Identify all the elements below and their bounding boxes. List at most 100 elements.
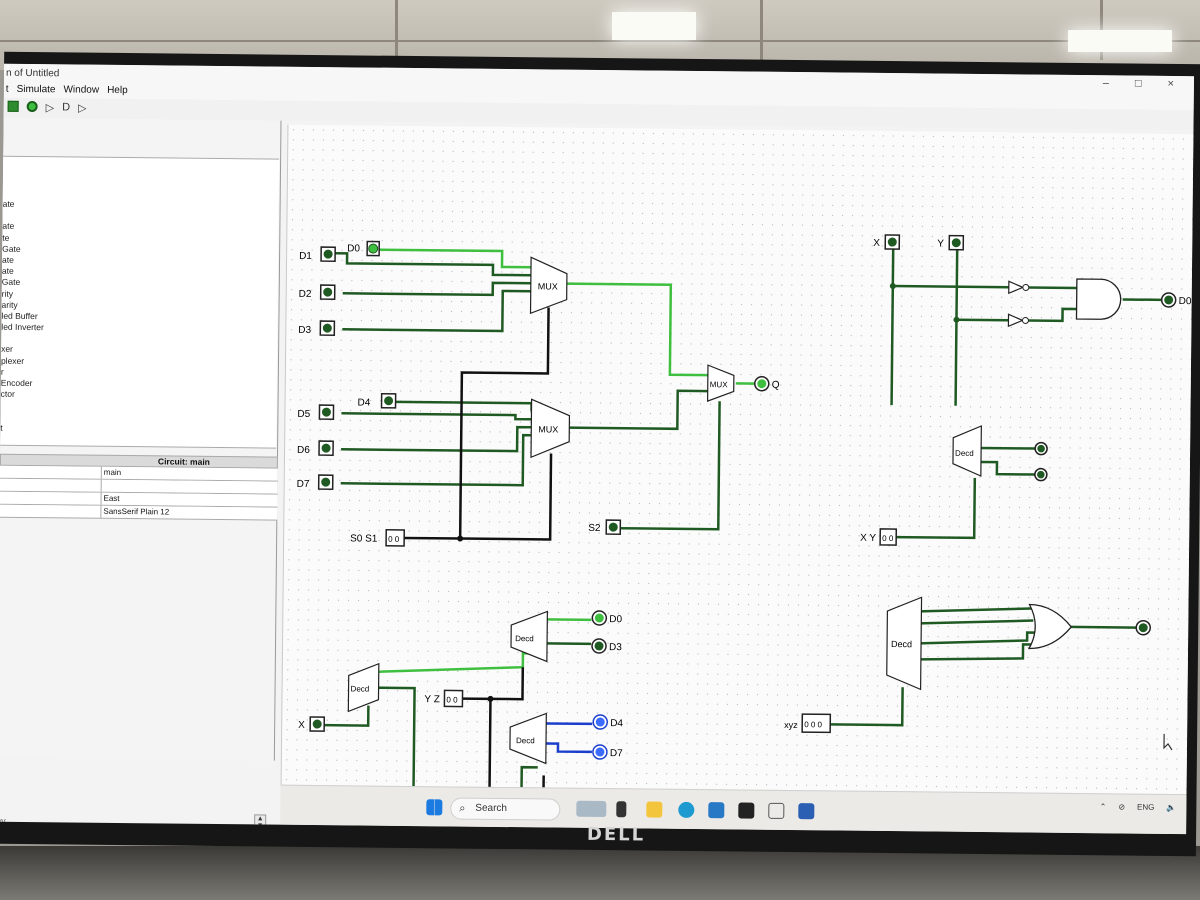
spinner-control[interactable]: ▲▼ [254,814,267,831]
decoder[interactable] [509,712,547,765]
search-input[interactable]: ⌕ Search [450,797,561,821]
pin-state [1037,470,1045,479]
search-icon: ⌕ [459,802,466,815]
network-icon[interactable]: ⊘ [1118,802,1126,812]
pin-state [594,641,604,651]
window-controls: – □ × [1103,77,1174,90]
attribute-row[interactable]: SansSerif Plain 12 [0,504,278,521]
wire [956,318,1009,322]
label-d2: D2 [299,289,312,300]
input-pin-s0s1[interactable] [385,529,405,547]
label-s0s1: S0 S1 [350,533,378,544]
not-gate[interactable] [1008,280,1025,295]
terminal-icon[interactable] [738,802,755,819]
attribute-value[interactable] [102,480,104,492]
pin-state [594,613,604,623]
label-d5: D5 [297,409,310,420]
edge-icon[interactable] [678,801,695,819]
ceiling-light [1068,30,1172,52]
pin-state [951,238,961,248]
wire [1028,307,1077,323]
language-indicator[interactable]: ENG [1137,802,1155,812]
decoder[interactable] [510,610,548,663]
pin-state [312,719,322,729]
menu-project[interactable]: t [5,83,9,95]
decoder-label: Decd [955,449,974,458]
decoder-tree-wires [324,618,593,795]
pin-state [1037,444,1045,453]
input-pin-xyz[interactable] [801,713,832,734]
decoder-wires [896,446,1036,540]
pin-state [321,477,331,487]
mux-1[interactable] [529,256,568,315]
status-text: ny [0,815,6,826]
pin-state [1138,623,1148,633]
or-wires [830,607,1138,727]
input-pin-yz[interactable] [443,689,464,708]
menu-help[interactable]: Help [107,84,128,97]
or-gate[interactable] [1027,603,1073,650]
attribute-value[interactable]: East [103,493,120,503]
label-yz: Y Z [424,694,440,705]
pin-state [608,522,618,532]
explorer-item[interactable]: t [0,422,3,433]
logisim-icon[interactable] [768,802,785,819]
attribute-value[interactable]: main [103,467,122,477]
and-gate[interactable] [1075,278,1122,320]
wire [896,477,977,540]
wire [620,401,721,531]
minimize-button[interactable]: – [1102,77,1109,90]
label-d4: D4 [358,397,371,408]
label-d6: D6 [297,445,310,456]
circuit-canvas[interactable]: MUX MUX MUX D0 D1 D2 D3 [280,124,1194,795]
component-explorer: ate ate te Gate ate ate Gate rity arity … [0,155,280,449]
task-view-icon[interactable] [616,801,627,818]
gate-icon[interactable]: D [62,101,71,114]
wire [341,425,532,453]
mouse-cursor-icon [1163,733,1173,751]
chevron-up-icon[interactable]: ⌃ [1099,802,1107,812]
label-out-d3: D3 [609,642,622,653]
ceiling-seam [760,0,763,60]
close-button[interactable]: × [1167,77,1175,90]
volume-icon[interactable]: 🔈 [1166,802,1177,813]
start-icon[interactable] [426,799,443,816]
attribute-value[interactable]: SansSerif Plain 12 [103,506,170,517]
mux-3[interactable] [706,364,735,402]
pin-state [384,396,394,406]
store-icon[interactable] [708,802,725,819]
wire [335,251,531,277]
mux-2[interactable] [530,398,571,459]
wire [892,284,1009,289]
file-explorer-icon[interactable] [646,801,663,818]
decoder-label: Decd [891,639,912,649]
label-d0-out: D0 [1179,296,1192,307]
word-icon[interactable] [798,803,815,820]
decoder[interactable] [347,662,380,713]
mux-3-label: MUX [710,380,729,389]
wire [342,281,531,297]
dell-logo: DELL [586,823,646,846]
junction-dot [953,316,960,323]
not-gate[interactable] [1007,313,1024,328]
widget-icon[interactable] [576,800,607,818]
label-x2: X [298,720,305,731]
monitor: n of Untitled – □ × t Simulate Window He… [0,51,1200,857]
tick-icon[interactable]: ▷ [45,102,55,115]
wire [341,412,532,421]
label-y: Y [937,239,944,250]
decoder-label: Decd [515,634,534,643]
gate-wires [890,247,1163,406]
save-icon[interactable] [7,100,19,112]
menu-window[interactable]: Window [63,84,100,96]
menu-simulate[interactable]: Simulate [16,83,56,96]
input-pin-xy[interactable] [879,528,898,546]
simulate-icon[interactable] [26,100,38,113]
wire [890,247,895,406]
label-out-d7: D7 [610,748,623,759]
buffer-icon[interactable]: ▷ [77,102,87,115]
wire [1028,286,1077,290]
decoder[interactable] [886,596,923,691]
maximize-button[interactable]: □ [1134,77,1142,90]
decoder[interactable] [952,425,982,477]
